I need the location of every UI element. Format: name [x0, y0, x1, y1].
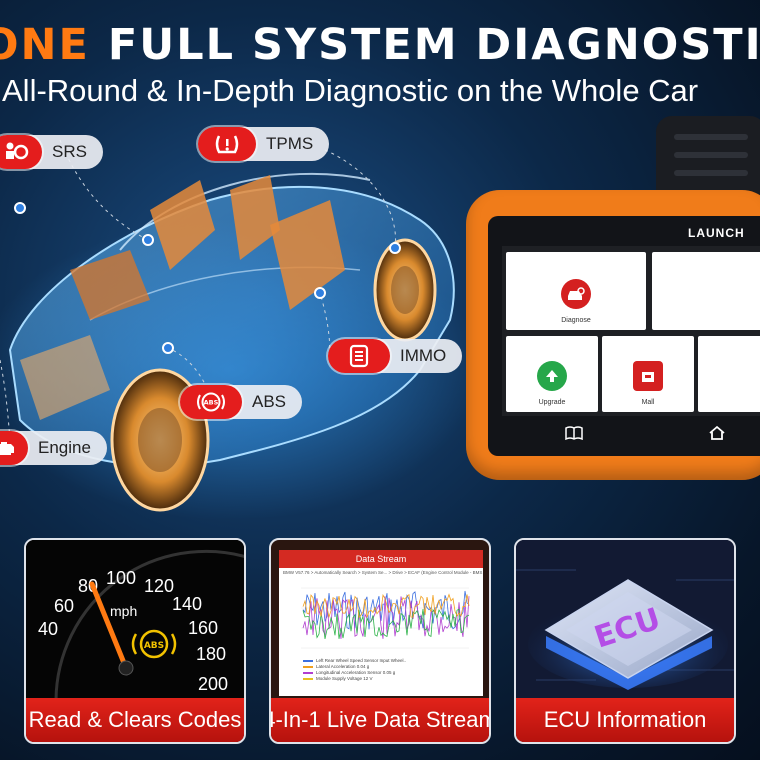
- diagnostic-tablet: LAUNCH Diagnose Upgrade Mall: [466, 190, 760, 480]
- app-diagnose[interactable]: Diagnose: [506, 252, 646, 330]
- engine-icon: [0, 431, 28, 465]
- gauge-unit: mph: [110, 603, 137, 619]
- gauge-label-160: 160: [188, 618, 218, 638]
- tag-label: IMMO: [400, 346, 447, 365]
- headline-accent: ONE: [0, 20, 90, 70]
- svg-text:ABS: ABS: [204, 399, 219, 407]
- tag-tpms: TPMS: [198, 127, 330, 161]
- waveform-series-3: [302, 608, 470, 639]
- home-icon[interactable]: [708, 425, 726, 446]
- tag-engine: Engine: [0, 431, 107, 465]
- app-label: Upgrade: [538, 399, 566, 406]
- feature-card-ecu: ECU ECU Information: [514, 538, 736, 744]
- airbag-icon: [0, 135, 42, 169]
- feature-caption: Read & Clears Codes: [26, 698, 244, 742]
- tag-abs: ABS ABS: [180, 385, 303, 419]
- datastream-title: Data Stream: [279, 550, 483, 568]
- abs-warning-icon: ABS: [131, 629, 177, 659]
- tag-immo: IMMO: [328, 339, 463, 373]
- abs-warning-label: ABS: [144, 641, 164, 651]
- device-connector: [656, 116, 760, 196]
- mall-icon: [633, 361, 663, 391]
- gauge-label-60: 60: [54, 596, 74, 616]
- car-xray-graphic: [0, 139, 470, 520]
- car-diagnose-icon: [561, 279, 591, 309]
- legend-item: Lateral Acceleration 0.04 g: [316, 664, 370, 669]
- book-icon[interactable]: [564, 425, 583, 445]
- feature-caption: 4-In-1 Live Data Stream: [271, 698, 489, 742]
- feature-card-datastream: Data Stream BMW V57.76 > Automatically S…: [269, 538, 491, 744]
- app-label: Diagnose: [561, 317, 591, 324]
- tag-label: SRS: [52, 142, 87, 161]
- headline-subtitle: All-Round & In-Depth Diagnostic on the W…: [2, 73, 699, 108]
- immobilizer-icon: [328, 339, 390, 373]
- waveform-series-2: [302, 596, 470, 639]
- datastream-waveform: [301, 587, 470, 649]
- tag-label: Engine: [38, 438, 91, 457]
- gauge-label-200: 200: [198, 674, 228, 694]
- datastream-legend: Left Rear Wheel Speed Sensor Input Wheel…: [303, 658, 406, 682]
- gauge-label-120: 120: [144, 576, 174, 596]
- app-upgrade[interactable]: Upgrade: [506, 336, 598, 412]
- ecu-chip-graphic: ECU: [516, 540, 734, 702]
- gauge-label-180: 180: [196, 644, 226, 664]
- device-navbar: [502, 422, 760, 448]
- app-tile-hidden[interactable]: [698, 336, 760, 412]
- datastream-window: Data Stream BMW V57.76 > Automatically S…: [279, 550, 483, 696]
- upgrade-arrow-icon: [537, 361, 567, 391]
- gauge-label-100: 100: [106, 568, 136, 588]
- headline-main: FULL SYSTEM DIAGNOSTI: [107, 20, 760, 70]
- gauge-needle: [89, 581, 129, 671]
- app-label: Mall: [641, 399, 655, 406]
- legend-item: Longitudinal Acceleration Sensor 0.05 g: [316, 670, 396, 675]
- car-illustration: [0, 120, 470, 530]
- app-tile-hidden[interactable]: [652, 252, 760, 330]
- abs-icon: ABS: [180, 385, 242, 419]
- waveform-series-1: [302, 590, 470, 630]
- app-mall[interactable]: Mall: [602, 336, 694, 412]
- device-screen: Diagnose Upgrade Mall: [502, 246, 760, 416]
- gauge-label-140: 140: [172, 594, 202, 614]
- datastream-path: BMW V57.76 > Automatically Search > Syst…: [283, 570, 483, 575]
- feature-card-codes: 40 60 80 100 120 140 160 180 200 mph ABS…: [24, 538, 246, 744]
- feature-caption: ECU Information: [516, 698, 734, 742]
- tag-label: ABS: [252, 392, 287, 411]
- legend-item: Left Rear Wheel Speed Sensor Input Wheel…: [316, 658, 407, 663]
- gauge-label-40: 40: [38, 619, 58, 639]
- device-brand: LAUNCH: [688, 226, 745, 240]
- legend-item: Module Supply Voltage 12 V: [316, 676, 373, 681]
- tag-srs: SRS: [0, 135, 103, 169]
- device-bezel: LAUNCH Diagnose Upgrade Mall: [488, 216, 760, 456]
- headline: ONE FULL SYSTEM DIAGNOSTI: [0, 20, 760, 70]
- tire-pressure-icon: [198, 127, 256, 161]
- speedometer-gauge: 40 60 80 100 120 140 160 180 200 mph ABS: [26, 540, 244, 702]
- waveform-series-4: [302, 593, 470, 619]
- tag-label: TPMS: [266, 134, 314, 153]
